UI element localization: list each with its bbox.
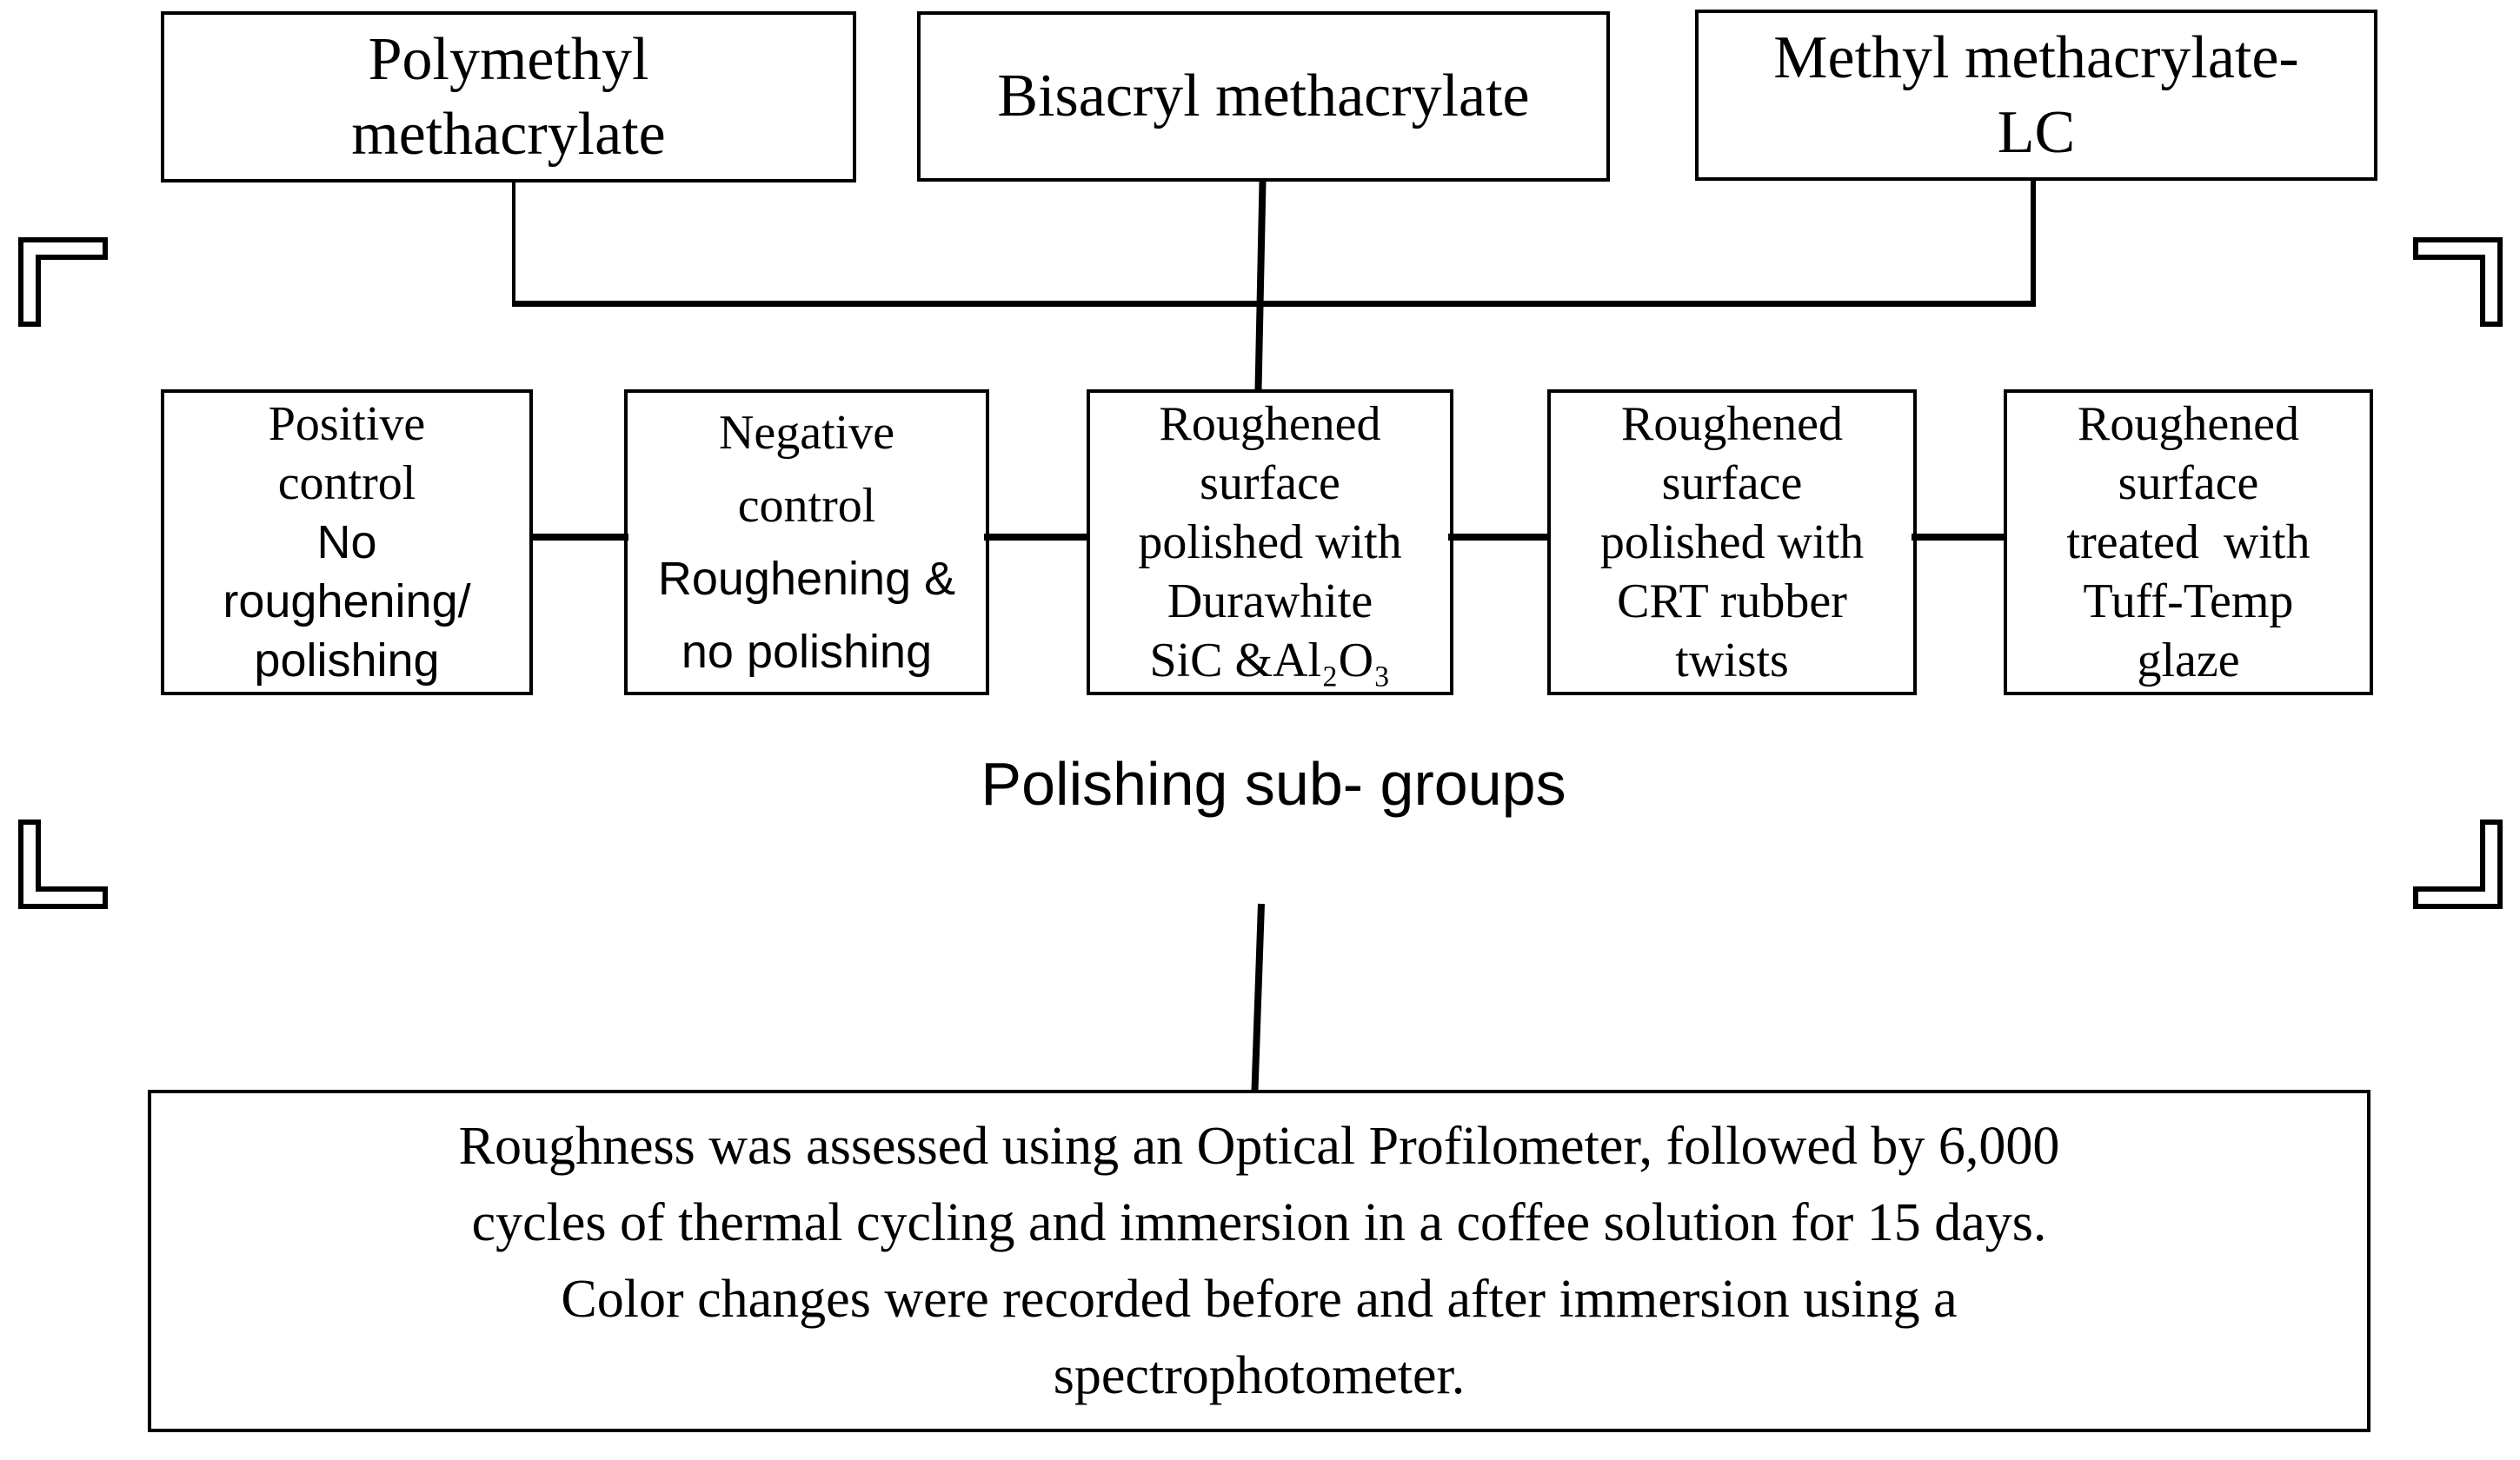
subgroup-line: surface bbox=[1661, 456, 1803, 510]
subgroup-box-tuff-temp-glaze: Roughened surface treated with Tuff-Temp… bbox=[2004, 389, 2373, 695]
material-box-polymethyl-methacrylate: Polymethyl methacrylate bbox=[161, 11, 856, 182]
subgroup-box-positive-control: Positive control No roughening/ polishin… bbox=[161, 389, 533, 695]
subgroup-line: surface bbox=[2118, 456, 2259, 510]
subgroup-line: polished with bbox=[1138, 515, 1402, 569]
connector-subgroup-2-3 bbox=[984, 534, 1090, 541]
connector-subgroup-1-2 bbox=[529, 534, 628, 541]
connector-methacrylate-lc-stub bbox=[2031, 179, 2036, 307]
material-box-methyl-methacrylate-lc: Methyl methacrylate- LC bbox=[1695, 10, 2377, 181]
subgroup-line: Durawhite bbox=[1167, 574, 1373, 628]
corner-bracket-bottom-right-icon bbox=[2413, 820, 2503, 909]
connector-subgroup-3-4 bbox=[1448, 534, 1551, 541]
polishing-subgroups-title: Polishing sub- groups bbox=[981, 750, 1566, 818]
corner-bracket-top-left-icon bbox=[18, 237, 108, 327]
connector-bisacryl-vertical-line bbox=[1254, 180, 1267, 392]
connector-title-to-note bbox=[1251, 903, 1265, 1096]
method-note-box: Roughness was assessed using an Optical … bbox=[148, 1090, 2370, 1432]
material-box-bisacryl-methacrylate: Bisacryl methacrylate bbox=[917, 11, 1610, 182]
connector-subgroup-4-5 bbox=[1912, 534, 2007, 541]
subgroup-line: No bbox=[316, 516, 377, 568]
subgroup-line: roughening/ bbox=[223, 575, 471, 627]
subgroup-line: Roughened bbox=[1620, 397, 1844, 451]
subgroup-box-durawhite-sic-al2o3: Roughened surface polished with Durawhit… bbox=[1087, 389, 1453, 695]
subgroup-line: twists bbox=[1675, 634, 1789, 687]
connector-polymethyl-stub bbox=[512, 182, 515, 305]
subgroup-line: surface bbox=[1200, 456, 1340, 510]
subgroup-line: no polishing bbox=[681, 626, 933, 678]
subgroup-line: Roughening & bbox=[657, 553, 956, 605]
subgroup-line: polishing bbox=[254, 634, 440, 687]
subgroup-line: SiC &Al₂O₃ bbox=[1149, 634, 1391, 687]
subgroup-box-negative-control: Negative control Roughening & no polishi… bbox=[624, 389, 989, 695]
corner-bracket-bottom-left-icon bbox=[18, 820, 108, 909]
subgroup-line: Roughened bbox=[1159, 397, 1381, 451]
subgroup-line: Roughened bbox=[2077, 397, 2300, 451]
subgroup-line: polished with bbox=[1599, 515, 1865, 569]
subgroup-line: CRT rubber bbox=[1617, 574, 1847, 628]
subgroup-box-crt-rubber-twists: Roughened surface polished with CRT rubb… bbox=[1547, 389, 1917, 695]
subgroup-line: Positive bbox=[268, 397, 426, 451]
connector-horizontal-distribution-line bbox=[512, 301, 2036, 307]
subgroup-line: treated with bbox=[2066, 515, 2311, 569]
subgroup-line: control bbox=[277, 456, 416, 510]
subgroup-line: control bbox=[737, 479, 876, 533]
subgroup-line: Tuff-Temp bbox=[2083, 574, 2294, 628]
subgroup-line: Negative bbox=[718, 406, 895, 460]
subgroup-line: glaze bbox=[2137, 634, 2240, 687]
corner-bracket-top-right-icon bbox=[2413, 237, 2503, 327]
